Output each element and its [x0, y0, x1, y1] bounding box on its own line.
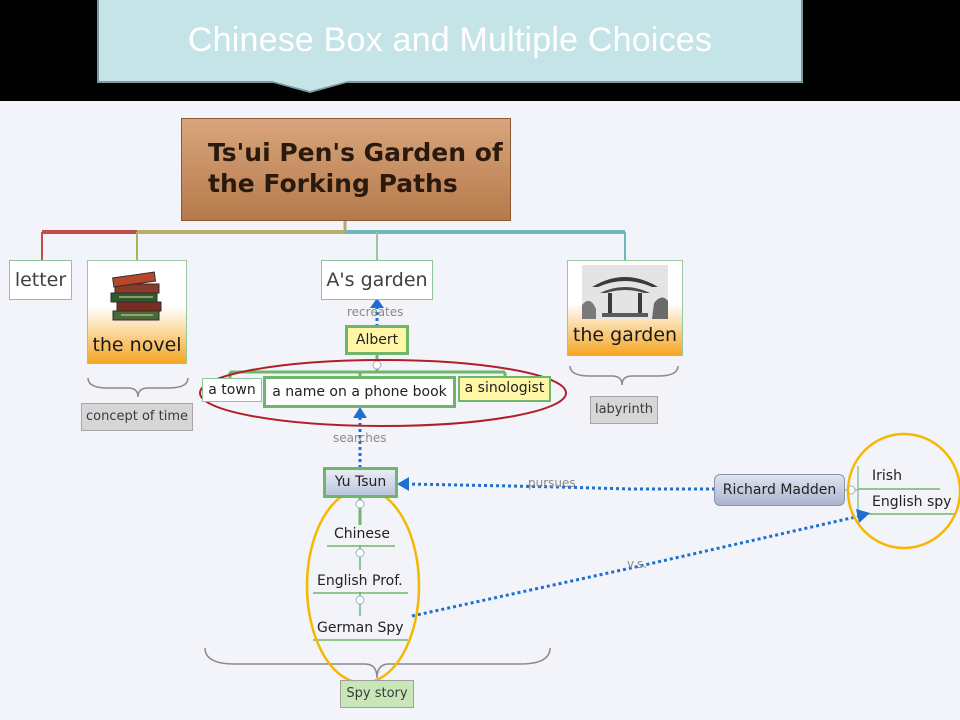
label-labyrinth[interactable]: labyrinth [590, 396, 658, 424]
relation-vs: v.s. [627, 557, 648, 571]
topic-as-garden[interactable]: A's garden [321, 260, 433, 300]
collapse-dot [372, 360, 382, 370]
label-concept-of-time[interactable]: concept of time [81, 403, 193, 431]
arrow-pursues [407, 482, 715, 491]
brace-novel [87, 377, 189, 398]
identity-german-spy[interactable]: German Spy [317, 620, 404, 636]
node-sinologist[interactable]: a sinologist [458, 376, 551, 402]
collapse-dot [355, 548, 365, 558]
stacked-books-icon [110, 271, 162, 321]
relation-recreates: recreates [347, 305, 404, 319]
node-a-town[interactable]: a town [202, 378, 262, 402]
label-spy-story[interactable]: Spy story [340, 680, 414, 708]
relation-pursues: pursues [528, 476, 576, 490]
collapse-dot [355, 499, 365, 509]
identity-irish[interactable]: Irish [872, 468, 902, 484]
identity-chinese[interactable]: Chinese [334, 526, 390, 542]
node-albert[interactable]: Albert [345, 325, 409, 355]
title-banner: Chinese Box and Multiple Choices [97, 0, 803, 83]
banner-pointer-fill [272, 81, 348, 91]
topic-novel-label: the novel [92, 334, 182, 356]
chinese-pavilion-icon [582, 265, 668, 319]
arrowhead-vs [856, 509, 870, 523]
arrowhead-pursues [397, 477, 409, 491]
collapse-dot [355, 595, 365, 605]
identity-english-spy[interactable]: English spy [872, 494, 952, 510]
node-yu-tsun[interactable]: Yu Tsun [323, 467, 398, 498]
node-richard-madden[interactable]: Richard Madden [714, 474, 845, 506]
topic-letter[interactable]: letter [9, 260, 72, 300]
highlight-ellipse-red [199, 359, 567, 427]
central-topic-line1: Ts'ui Pen's Garden of [208, 138, 503, 167]
brace-garden [569, 365, 679, 386]
central-topic-line2: the Forking Paths [208, 169, 458, 198]
identity-english-prof[interactable]: English Prof. [317, 573, 403, 589]
highlight-ellipse-madden [846, 432, 960, 550]
arrowhead-recreates [370, 298, 384, 308]
relation-searches: searches [333, 431, 387, 445]
slide-title: Chinese Box and Multiple Choices [187, 21, 713, 59]
arrowhead-searches [353, 407, 367, 418]
topic-garden[interactable]: the garden [567, 260, 683, 356]
node-phone-book[interactable]: a name on a phone book [263, 376, 456, 408]
brace-spy-story [204, 647, 551, 679]
topic-garden-label: the garden [572, 324, 678, 346]
central-topic[interactable]: Ts'ui Pen's Garden of the Forking Paths [181, 118, 511, 221]
topic-novel[interactable]: the novel [87, 260, 187, 364]
